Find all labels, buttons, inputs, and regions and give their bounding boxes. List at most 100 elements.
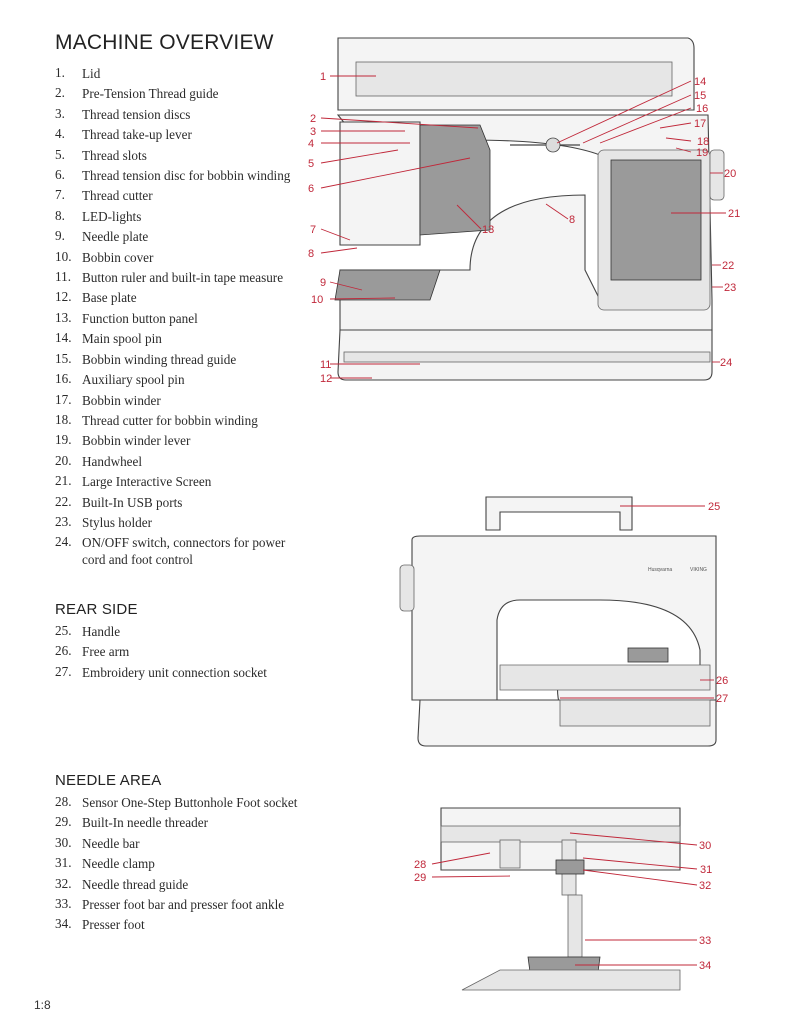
list-item: 5.Thread slots [55,145,300,165]
item-text: Thread cutter [82,188,153,204]
callout-16: 16 [696,103,708,115]
list-item: 12.Base plate [55,287,300,307]
list-item: 19.Bobbin winder lever [55,430,300,450]
callout-7: 7 [310,224,316,236]
item-number: 11. [55,269,71,285]
item-number: 10. [55,248,72,264]
machine-overview-list: 1. Lid 2.Pre-Tension Thread guide 3. Thread … [55,63,300,568]
item-text: ON/OFF switch, connectors for power cord… [82,535,286,568]
callout-8-right: 8 [569,214,575,226]
item-number: 1. [55,65,65,80]
item-text: Thread tension discs [82,106,191,122]
rear-side-heading: REAR SIDE [55,601,138,618]
item-text: Bobbin winding thread guide [82,351,237,367]
item-text: LED-lights [82,208,142,224]
item-number: 33. [55,896,72,912]
list-item: 34.Presser foot [55,914,300,934]
page-number: 1:8 [34,998,51,1012]
model-logo-text: VIKING [690,567,707,573]
callout-5: 5 [308,158,314,170]
list-item: 27. Embroidery unit connection socket [55,662,300,682]
callout-22: 22 [722,260,734,272]
item-text: Auxiliary spool pin [82,372,185,388]
callout-2: 2 [310,113,316,125]
list-item: 30.Needle bar [55,833,300,853]
list-item: 20.Handwheel [55,451,300,471]
callout-32: 32 [699,880,711,892]
page-title: MACHINE OVERVIEW [55,31,274,54]
item-number: 28. [55,794,72,809]
list-item: 6. Thread tension disc for bobbin winding [55,165,300,185]
item-text: Thread tension disc for bobbin winding [82,168,291,184]
callout-8-left: 8 [308,248,314,260]
item-text: Free arm [82,644,130,660]
machine-front-illustration [334,37,725,381]
item-text: Needle bar [82,835,140,851]
item-number: 17. [55,391,72,407]
list-item: 22.Built-In USB ports [55,492,300,512]
brand-logo-text: Husqvarna [648,567,672,573]
item-text: Bobbin cover [82,249,154,265]
item-text: Large Interactive Screen [82,474,212,490]
list-item: 21.Large Interactive Screen [55,471,300,491]
callout-12: 12 [320,373,332,385]
callout-13: 13 [482,224,494,236]
list-item: 7.Thread cutter [55,185,300,205]
machine-rear-illustration: Husqvarna VIKING [399,496,717,747]
callout-19: 19 [696,147,708,159]
item-text: Needle thread guide [82,876,189,892]
item-number: 32. [55,875,72,891]
callout-14: 14 [694,76,706,88]
callout-20: 20 [724,168,736,180]
list-item: 25.Handle [55,621,300,641]
item-text: Thread take-up lever [82,127,192,143]
item-number: 24. [55,534,72,550]
list-item: 16. Auxiliary spool pin [55,369,300,389]
list-item: 26. Free arm [55,641,300,661]
item-text: Built-In needle threader [82,815,208,831]
needle-area-illustration [440,807,681,991]
item-text: Button ruler and built-in tape measure [82,270,284,286]
list-item: 14.Main spool pin [55,328,300,348]
callout-34: 34 [699,960,711,972]
callout-31: 31 [700,864,712,876]
list-item: 11. Button ruler and built-in tape measur… [55,267,300,287]
callout-15: 15 [694,90,706,102]
item-number: 15. [55,350,72,366]
list-item: 28.Sensor One-Step Buttonhole Foot socke… [55,792,300,812]
item-text: Needle plate [82,229,149,245]
callout-33: 33 [699,935,711,947]
item-number: 3. [55,105,65,121]
item-text: Function button panel [82,310,198,326]
item-number: 31. [55,855,72,871]
item-number: 18. [55,411,72,427]
item-number: 26. [55,643,72,659]
item-number: 2. [55,85,65,101]
item-number: 13. [55,309,72,325]
list-item: 17. Bobbin winder [55,390,300,410]
list-item: 8.LED-lights [55,206,300,226]
item-number: 6. [55,167,65,183]
callout-9: 9 [320,277,326,289]
callout-3: 3 [310,126,316,138]
list-item: 2.Pre-Tension Thread guide [55,83,300,103]
item-text: Bobbin winder [82,392,161,408]
needle-area-list: 28.Sensor One-Step Buttonhole Foot socke… [55,792,300,935]
item-text: Thread cutter for bobbin winding [82,412,258,428]
item-number: 27. [55,663,72,679]
item-number: 14. [55,330,72,346]
callout-23: 23 [724,282,736,294]
list-item: 4.Thread take-up lever [55,124,300,144]
callout-1: 1 [320,71,326,83]
item-number: 16. [55,371,72,387]
callout-25: 25 [708,501,720,513]
item-text: Handle [82,624,121,639]
callout-26: 26 [716,675,728,687]
list-item: 13. Function button panel [55,308,300,328]
item-number: 23. [55,513,72,529]
item-text: Lid [82,66,101,81]
list-item: 3. Thread tension discs [55,104,300,124]
item-text: Embroidery unit connection socket [82,664,267,680]
callout-6: 6 [308,183,314,195]
list-item: 23.Stylus holder [55,512,300,532]
